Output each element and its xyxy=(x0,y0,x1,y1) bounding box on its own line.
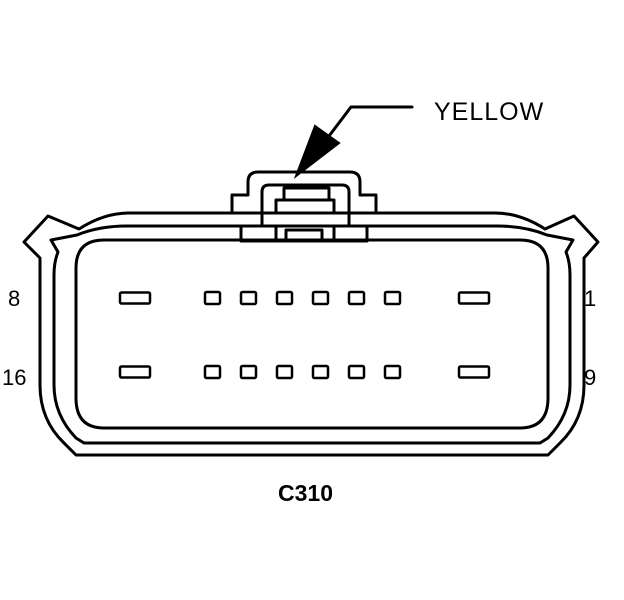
terminal-cavity xyxy=(311,290,330,306)
terminal-cavity xyxy=(118,291,152,305)
terminal-cavity xyxy=(239,290,258,306)
terminal-cavity xyxy=(239,364,258,380)
connector-latch xyxy=(230,170,378,243)
housing-outer xyxy=(22,211,600,457)
color-label: YELLOW xyxy=(434,98,544,126)
latch-block-mid xyxy=(274,198,336,215)
terminal-cavity xyxy=(118,365,152,379)
terminal-cavity xyxy=(457,365,491,379)
color-callout: YELLOW xyxy=(293,98,544,179)
terminal-cavity xyxy=(457,291,491,305)
terminal-cavity xyxy=(275,290,294,306)
terminal-cavity xyxy=(383,364,402,380)
pin-label-9: 9 xyxy=(584,365,596,390)
housing-mid xyxy=(49,224,575,445)
terminal-cavity xyxy=(383,290,402,306)
callout-arrowhead xyxy=(293,124,341,179)
latch-inner xyxy=(260,183,351,228)
terminal-cavity xyxy=(311,364,330,380)
pin-label-8: 8 xyxy=(8,286,20,311)
pin-label-16: 16 xyxy=(2,365,26,390)
terminal-cavity xyxy=(203,290,222,306)
callout-leader-line xyxy=(324,105,414,142)
latch-outer xyxy=(230,170,378,215)
terminal-cavity xyxy=(275,364,294,380)
latch-block-top xyxy=(282,186,331,202)
pin-label-1: 1 xyxy=(584,286,596,311)
housing-inner xyxy=(74,238,550,430)
terminal-cavity xyxy=(347,364,366,380)
terminal-cavity xyxy=(347,290,366,306)
connector-id: C310 xyxy=(278,480,333,506)
terminal-cavities xyxy=(118,290,491,380)
terminal-cavity xyxy=(203,364,222,380)
connector-housing xyxy=(22,211,600,457)
